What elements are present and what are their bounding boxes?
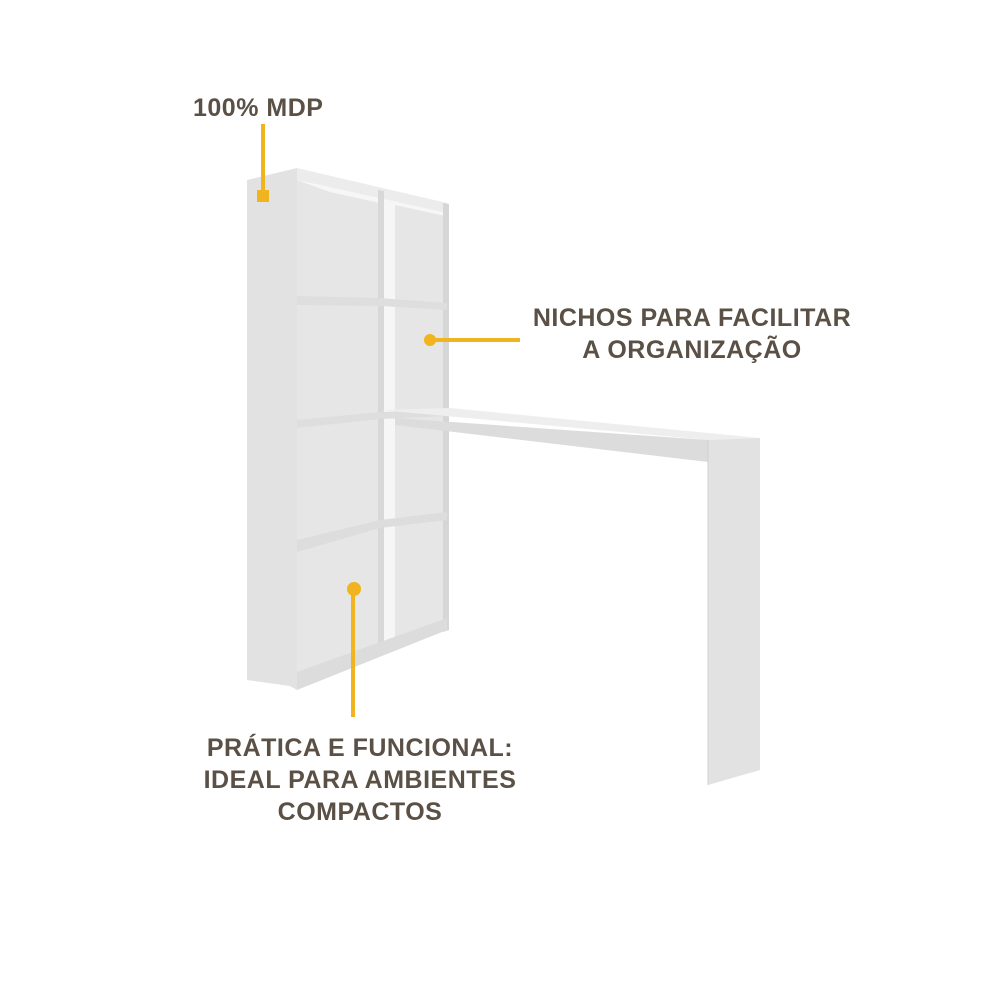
callout-practical-line1: PRÁTICA E FUNCIONAL:	[206, 734, 514, 762]
bookshelf	[247, 168, 449, 690]
callout-practical: PRÁTICA E FUNCIONAL: IDEAL PARA AMBIENTE…	[190, 732, 530, 828]
callout-niches: NICHOS PARA FACILITAR A ORGANIZAÇÃO	[527, 302, 857, 366]
callout-dot-material	[257, 190, 269, 202]
callout-lines	[257, 124, 520, 717]
callout-practical-line3: COMPACTOS	[277, 798, 443, 826]
callout-material: 100% MDP	[193, 94, 324, 122]
callout-dot-niches	[424, 334, 436, 346]
callout-practical-line2: IDEAL PARA AMBIENTES	[203, 766, 517, 794]
callout-niches-line2: A ORGANIZAÇÃO	[582, 336, 802, 364]
desk	[380, 408, 760, 785]
callout-niches-line1: NICHOS PARA FACILITAR	[532, 304, 852, 332]
callout-dot-practical	[347, 582, 361, 596]
